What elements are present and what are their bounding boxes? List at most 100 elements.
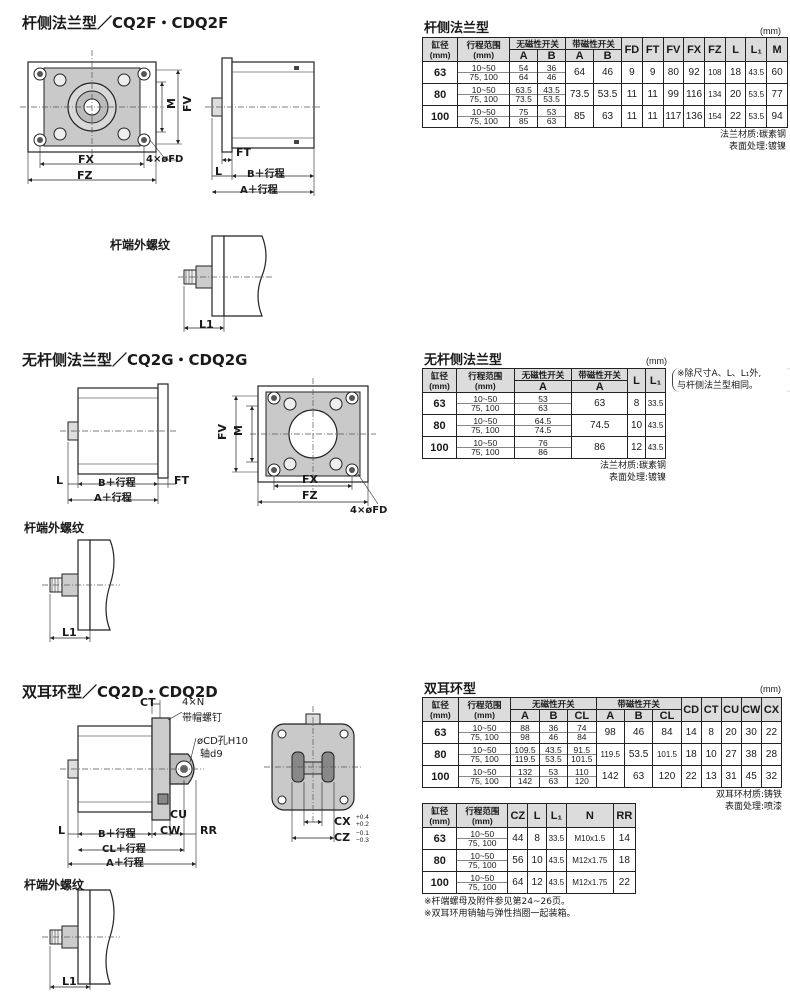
header-l1: L₁: [545, 803, 568, 828]
section-title-d: 双耳环型／CQ2D・CDQ2D: [22, 683, 218, 701]
dim-b-d: B＋行程: [98, 829, 136, 840]
rod-detail-f: [178, 235, 272, 332]
header-noswitch: 无磁性开关: [513, 368, 573, 381]
dim-cw-d: CW: [160, 824, 181, 837]
header-stroke: 行程范围(mm): [457, 37, 511, 62]
header-n: N: [566, 803, 614, 828]
header-m: M: [766, 37, 788, 62]
header-cx: CX: [760, 697, 783, 722]
spec-table-d1: 缸径(mm) 行程范围(mm) 无磁性开关 带磁性开关 CD CT CU CW …: [422, 697, 783, 788]
rod-thread-label-g: 杆端外螺纹: [24, 521, 85, 535]
dim-n-d: 4×N: [182, 697, 205, 708]
dim-cz-d: CZ: [334, 831, 351, 844]
dim-a-d: A＋行程: [106, 858, 144, 869]
dim-b-g: B＋行程: [98, 478, 136, 489]
material-note-f: 法兰材质:碳素钢表面处理:镀镍: [719, 130, 786, 152]
dim-fz-f: FZ: [77, 169, 93, 182]
dim-rr-d: RR: [200, 824, 217, 837]
dim-fd-g: 4×øFD: [350, 505, 388, 516]
header-cw: CW: [740, 697, 762, 722]
table-title-g: 无杆侧法兰型: [424, 353, 503, 368]
drawing-cq2d: [42, 700, 362, 990]
header-stroke: 行程范围(mm): [456, 803, 509, 828]
header-noswitch: 无磁性开关: [510, 697, 597, 710]
dim-fd-f: 4×øFD: [146, 154, 184, 165]
header-bore: 缸径(mm): [422, 368, 457, 393]
header-l1: L₁: [645, 368, 666, 393]
dim-m-g: M: [232, 425, 245, 436]
side-view-f: [205, 57, 320, 196]
table-title-f: 杆侧法兰型: [424, 21, 490, 36]
header-bore: 缸径(mm): [421, 37, 459, 62]
front-view-f: [20, 50, 182, 184]
dim-l-f: L: [215, 165, 223, 178]
dim-ft-f: FT: [236, 146, 252, 159]
section-title-g: 无杆侧法兰型／CQ2G・CDQ2G: [22, 351, 248, 369]
dim-fx-g: FX: [302, 473, 318, 486]
dim-fv-f: FV: [181, 96, 194, 113]
unit-g: (mm): [646, 356, 667, 366]
footnotes-d: ※杆端螺母及附件参见第24~26页。※双耳环用销轴与弹性挡圈一起装箱。: [424, 897, 576, 919]
dim-l1-f: L1: [199, 318, 214, 331]
dim-a-g: A＋行程: [94, 493, 132, 504]
dim-fz-g: FZ: [302, 489, 318, 502]
table-title-d: 双耳环型: [424, 682, 477, 697]
side-view-d: [60, 700, 204, 868]
dim-cl-d: CL＋行程: [102, 844, 146, 855]
dim-l1-d: L1: [62, 975, 77, 988]
dim-l-d: L: [58, 824, 66, 837]
dim-l-g: L: [56, 474, 64, 487]
header-switch: 带磁性开关: [565, 37, 623, 50]
header-bore: 缸径(mm): [422, 697, 459, 722]
material-note-d: 双耳环材质:铸铁表面处理:喷漆: [715, 790, 782, 812]
header-noswitch: 无磁性开关: [509, 37, 567, 50]
dim-a-f: A＋行程: [240, 185, 278, 196]
unit-d: (mm): [760, 684, 781, 694]
spec-table-f: 缸径(mm) 行程范围(mm) 无磁性开关 带磁性开关 FD FT FV FX …: [421, 37, 788, 128]
header-l: L: [627, 368, 646, 393]
dim-m-f: M: [165, 98, 178, 109]
tol-cz-d: −0.1−0.3: [356, 830, 369, 844]
header-ft: FT: [641, 37, 664, 62]
header-rr: RR: [612, 803, 637, 828]
rod-detail-g: [42, 539, 120, 642]
tol-cx-d: +0.4+0.2: [356, 814, 369, 828]
front-view-g: [232, 378, 379, 506]
drawing-cq2f: [20, 50, 320, 332]
dim-fx-f: FX: [78, 153, 94, 166]
front-view-d: [264, 706, 362, 842]
unit-f: (mm): [760, 26, 781, 36]
header-switch: 带磁性开关: [595, 697, 682, 710]
rod-detail-d: [42, 889, 120, 990]
header-stroke: 行程范围(mm): [457, 697, 512, 722]
side-note-g: ※除尺寸A、L、L₁外,与杆侧法兰型相同。: [672, 368, 790, 392]
header-ct: CT: [700, 697, 722, 722]
rod-thread-label-d: 杆端外螺纹: [24, 878, 85, 892]
material-note-g: 法兰材质:碳素钢表面处理:镀镍: [599, 461, 666, 483]
dim-shaft-d: 轴d9: [200, 749, 223, 760]
header-fv: FV: [662, 37, 685, 62]
header-fz: FZ: [703, 37, 726, 62]
dim-ct-d: CT: [140, 696, 156, 709]
header-cu: CU: [720, 697, 742, 722]
drawing-cq2g: [42, 378, 379, 642]
header-cz: CZ: [507, 803, 529, 828]
dim-b-f: B＋行程: [247, 169, 285, 180]
header-l: L: [724, 37, 747, 62]
header-l1: L₁: [745, 37, 768, 62]
dim-ft-g: FT: [174, 474, 190, 487]
header-switch: 带磁性开关: [571, 368, 629, 381]
